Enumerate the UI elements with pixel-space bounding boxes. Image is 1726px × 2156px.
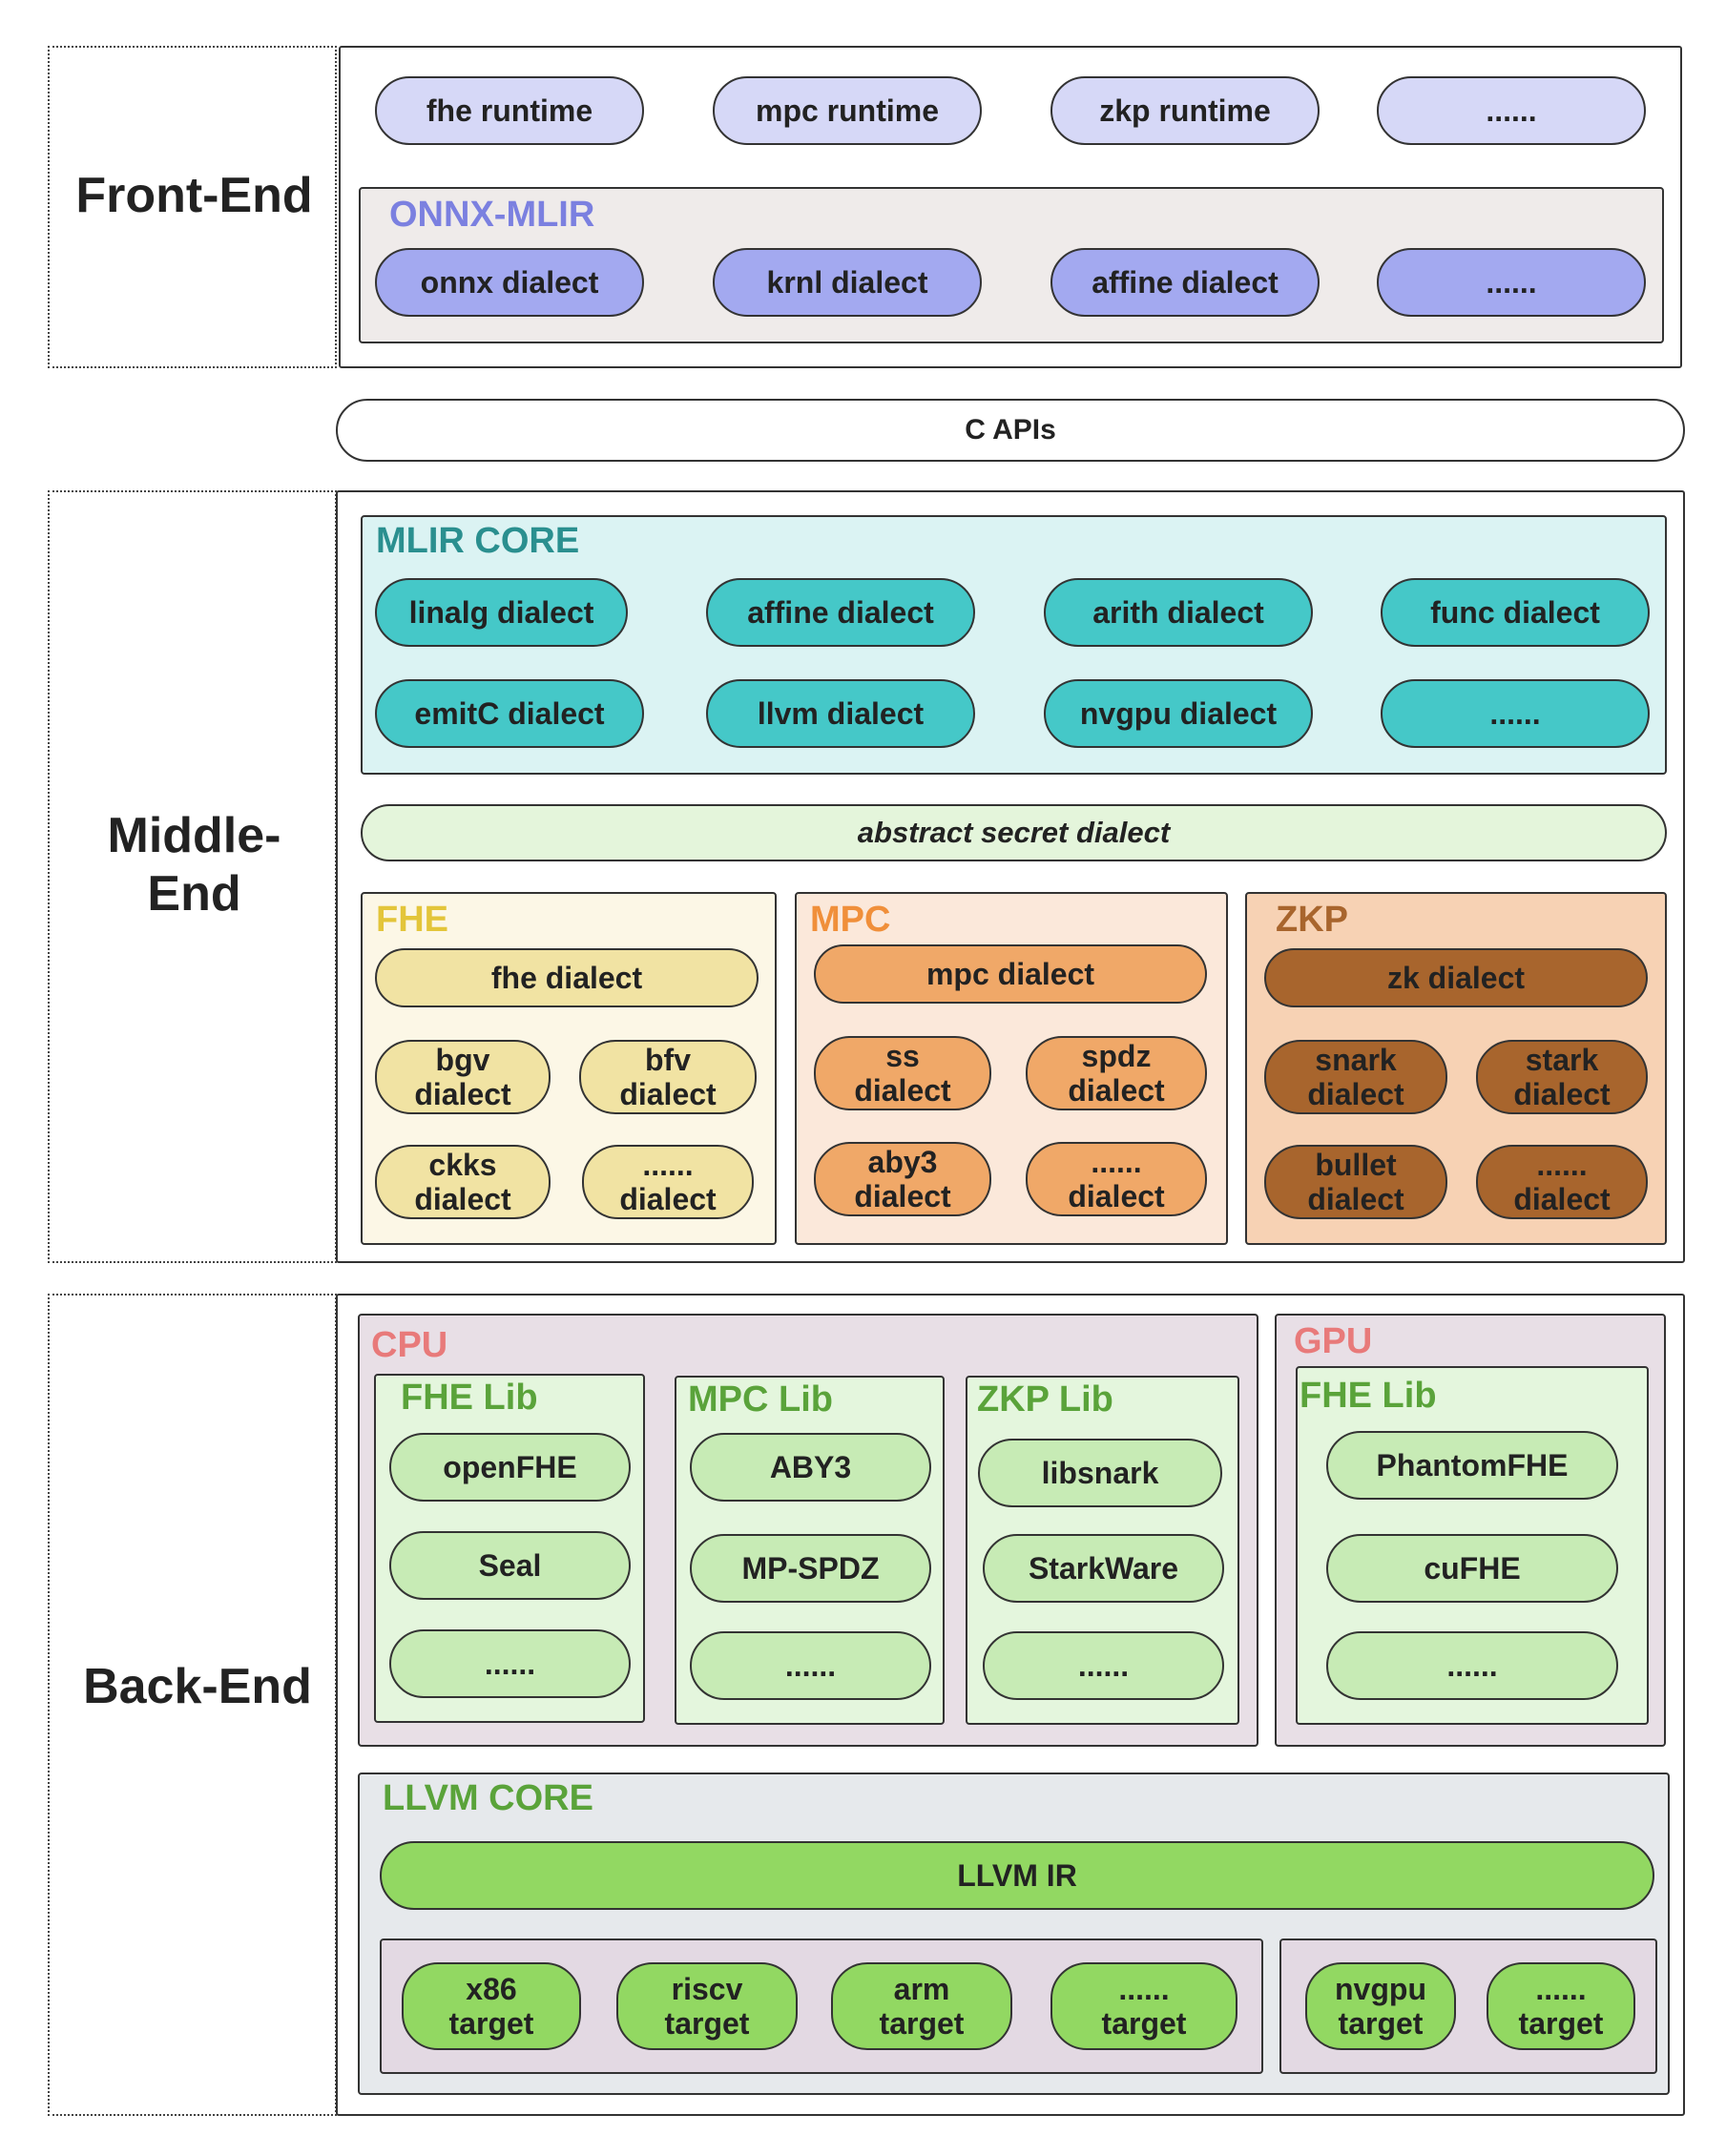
onnx-dialect-pill[interactable]: onnx dialect [375,248,644,317]
gpu-title: GPU [1294,1321,1373,1361]
zk-dialect-pill[interactable]: zk dialect [1264,948,1648,1007]
lib-pill[interactable]: ...... [983,1631,1224,1700]
lib-pill[interactable]: ...... [1326,1631,1618,1700]
mlir-dialect-pill[interactable]: ...... [1381,679,1650,748]
lib-pill[interactable]: ...... [690,1631,931,1700]
target-pill[interactable]: x86 target [402,1962,581,2050]
lib-pill[interactable]: ...... [389,1629,631,1698]
onnx-mlir-title: ONNX-MLIR [389,195,595,235]
fhe-title: FHE [376,900,448,940]
zkp-sub-dialect-pill[interactable]: snark dialect [1264,1040,1447,1114]
abstract-secret-dialect-bar[interactable]: abstract secret dialect [361,804,1667,861]
mpc-dialect-pill[interactable]: mpc dialect [814,944,1207,1004]
mlir-dialect-pill[interactable]: func dialect [1381,578,1650,647]
mlir-core-title: MLIR CORE [376,521,580,561]
runtime-pill[interactable]: zkp runtime [1050,76,1320,145]
onnx-dialect-pill[interactable]: krnl dialect [713,248,982,317]
target-pill[interactable]: nvgpu target [1305,1962,1456,2050]
lib-pill[interactable]: MP-SPDZ [690,1534,931,1603]
front-end-label-box: Front-End [48,46,337,368]
mlir-dialect-pill[interactable]: nvgpu dialect [1044,679,1313,748]
cpu-title: CPU [371,1325,448,1365]
back-end-label: Back-End [83,1659,312,1714]
llvm-core-title: LLVM CORE [383,1778,593,1818]
fhe-sub-dialect-pill[interactable]: ckks dialect [375,1145,551,1219]
front-end-label: Front-End [75,168,313,223]
runtime-pill[interactable]: fhe runtime [375,76,644,145]
zkp-sub-dialect-pill[interactable]: bullet dialect [1264,1145,1447,1219]
zkp-title: ZKP [1276,900,1348,940]
mlir-dialect-pill[interactable]: linalg dialect [375,578,628,647]
lib-pill[interactable]: PhantomFHE [1326,1431,1618,1500]
lib-pill[interactable]: openFHE [389,1433,631,1502]
mlir-dialect-pill[interactable]: arith dialect [1044,578,1313,647]
runtime-pill[interactable]: mpc runtime [713,76,982,145]
lib-pill[interactable]: libsnark [978,1439,1222,1507]
fhe-sub-dialect-pill[interactable]: bgv dialect [375,1040,551,1114]
zkp-sub-dialect-pill[interactable]: ...... dialect [1476,1145,1648,1219]
target-pill[interactable]: ...... target [1487,1962,1635,2050]
mpc-sub-dialect-pill[interactable]: ss dialect [814,1036,991,1110]
cpu-mpc-lib-title: MPC Lib [688,1379,833,1420]
lib-pill[interactable]: ABY3 [690,1433,931,1502]
onnx-dialect-pill[interactable]: ...... [1377,248,1646,317]
mpc-sub-dialect-pill[interactable]: aby3 dialect [814,1142,991,1216]
lib-pill[interactable]: StarkWare [983,1534,1224,1603]
mpc-sub-dialect-pill[interactable]: spdz dialect [1026,1036,1207,1110]
mlir-dialect-pill[interactable]: emitC dialect [375,679,644,748]
mlir-dialect-pill[interactable]: llvm dialect [706,679,975,748]
cpu-zkp-lib-title: ZKP Lib [977,1379,1113,1420]
target-pill[interactable]: arm target [831,1962,1012,2050]
gpu-fhe-lib-title: FHE Lib [1300,1376,1437,1416]
middle-end-label-box: Middle- End [48,490,337,1263]
onnx-dialect-pill[interactable]: affine dialect [1050,248,1320,317]
back-end-label-box: Back-End [48,1294,337,2116]
fhe-sub-dialect-pill[interactable]: ...... dialect [582,1145,754,1219]
middle-end-label: Middle- End [107,808,281,923]
target-pill[interactable]: ...... target [1050,1962,1237,2050]
mpc-title: MPC [810,900,891,940]
fhe-sub-dialect-pill[interactable]: bfv dialect [579,1040,757,1114]
mpc-sub-dialect-pill[interactable]: ...... dialect [1026,1142,1207,1216]
runtime-pill[interactable]: ...... [1377,76,1646,145]
mlir-dialect-pill[interactable]: affine dialect [706,578,975,647]
llvm-ir-bar[interactable]: LLVM IR [380,1841,1654,1910]
lib-pill[interactable]: cuFHE [1326,1534,1618,1603]
target-pill[interactable]: riscv target [616,1962,798,2050]
zkp-sub-dialect-pill[interactable]: stark dialect [1476,1040,1648,1114]
fhe-dialect-pill[interactable]: fhe dialect [375,948,759,1007]
lib-pill[interactable]: Seal [389,1531,631,1600]
cpu-fhe-lib-title: FHE Lib [401,1378,538,1418]
c-apis-bar[interactable]: C APIs [336,399,1685,462]
